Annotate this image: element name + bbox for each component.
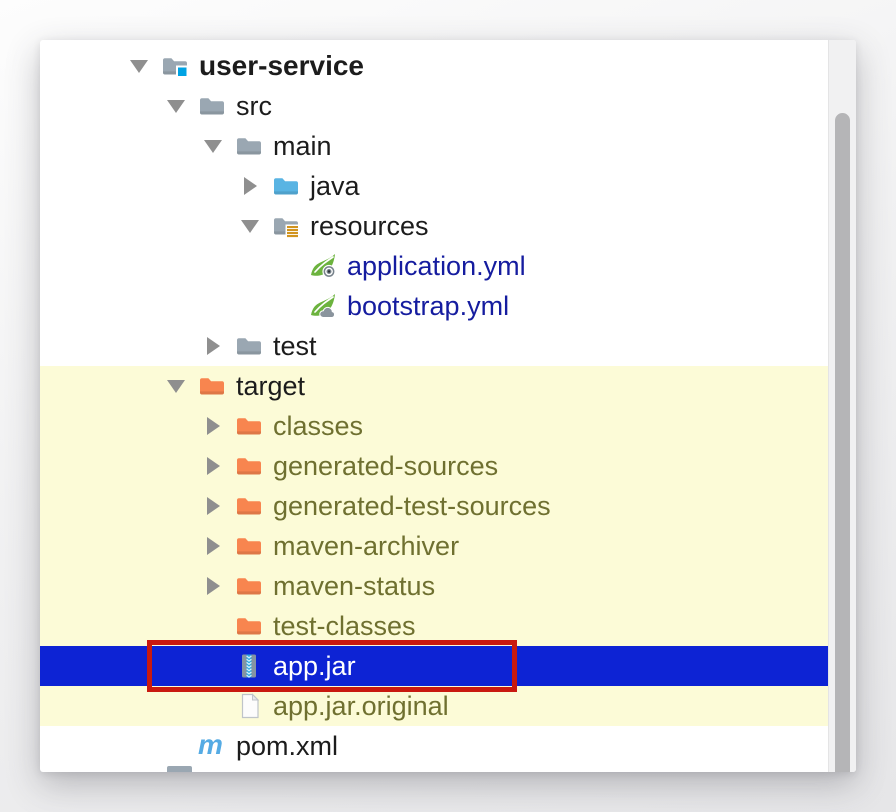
tree-row-resources[interactable]: resources (40, 206, 828, 246)
folder-icon (235, 133, 263, 159)
tree-item-label: bootstrap.yml (347, 290, 510, 321)
tree-row-target[interactable]: target (40, 366, 828, 406)
tree-row-pom-xml[interactable]: m pom.xml (40, 726, 828, 766)
tree-row-generated-test-sources[interactable]: generated-test-sources (40, 486, 828, 526)
project-tree: user-service src main java resources app… (40, 40, 828, 772)
expanded-arrow-icon[interactable] (165, 379, 187, 393)
folder-icon (235, 333, 263, 359)
collapsed-arrow-icon[interactable] (202, 457, 224, 475)
collapsed-arrow-icon[interactable] (239, 177, 261, 195)
tree-item-label: maven-archiver (273, 530, 460, 561)
folder-icon (198, 93, 226, 119)
tree-item-label: classes (273, 410, 364, 441)
collapsed-arrow-icon[interactable] (202, 337, 224, 355)
tree-item-label: generated-sources (273, 450, 499, 481)
collapsed-arrow-icon[interactable] (202, 417, 224, 435)
tree-row-test-classes[interactable]: test-classes (40, 606, 828, 646)
spring-cloud-config-icon (309, 293, 337, 319)
collapsed-arrow-icon[interactable] (202, 577, 224, 595)
scrollbar-thumb[interactable] (835, 113, 850, 772)
collapsed-arrow-icon[interactable] (202, 497, 224, 515)
tree-item-label: generated-test-sources (273, 490, 551, 521)
excluded-folder-icon (235, 493, 263, 519)
tree-row-classes[interactable]: classes (40, 406, 828, 446)
excluded-folder-icon (198, 373, 226, 399)
tree-row-app-jar-original[interactable]: app.jar.original (40, 686, 828, 726)
tree-item-label: maven-status (273, 570, 436, 601)
expanded-arrow-icon[interactable] (202, 139, 224, 153)
excluded-folder-icon (235, 533, 263, 559)
tree-item-label: app.jar.original (273, 690, 449, 721)
tree-item-label: test-classes (273, 610, 416, 641)
tree-item-label: resources (310, 210, 429, 241)
project-folder-icon (161, 53, 189, 79)
tree-row-main[interactable]: main (40, 126, 828, 166)
source-folder-icon (272, 173, 300, 199)
spring-config-icon (309, 253, 337, 279)
excluded-folder-icon (235, 613, 263, 639)
resources-folder-icon (272, 213, 300, 239)
tree-row-maven-archiver[interactable]: maven-archiver (40, 526, 828, 566)
collapsed-arrow-icon[interactable] (202, 537, 224, 555)
tree-item-label: src (236, 90, 272, 121)
tree-row-app-jar[interactable]: app.jar (40, 646, 828, 686)
project-tree-panel: user-service src main java resources app… (40, 40, 856, 772)
partial-row-icon-sliver (167, 766, 192, 772)
archive-icon (235, 653, 263, 679)
tree-item-label: test (273, 330, 317, 361)
expanded-arrow-icon[interactable] (128, 59, 150, 73)
tree-row-java[interactable]: java (40, 166, 828, 206)
expanded-arrow-icon[interactable] (239, 219, 261, 233)
tree-row-src[interactable]: src (40, 86, 828, 126)
excluded-folder-icon (235, 453, 263, 479)
tree-row-bootstrap-yml[interactable]: bootstrap.yml (40, 286, 828, 326)
excluded-folder-icon (235, 573, 263, 599)
tree-item-label: app.jar (273, 650, 356, 681)
tree-row-generated-sources[interactable]: generated-sources (40, 446, 828, 486)
tree-row-test[interactable]: test (40, 326, 828, 366)
tree-item-label: pom.xml (236, 730, 339, 761)
tree-item-label: target (236, 370, 306, 401)
tree-item-label: application.yml (347, 250, 526, 281)
maven-icon: m (198, 733, 226, 759)
tree-row-user-service[interactable]: user-service (40, 46, 828, 86)
vertical-scrollbar[interactable] (828, 40, 856, 772)
tree-item-label: main (273, 130, 332, 161)
tree-item-label: user-service (199, 50, 365, 81)
file-icon (235, 693, 263, 719)
tree-row-application-yml[interactable]: application.yml (40, 246, 828, 286)
tree-row-maven-status[interactable]: maven-status (40, 566, 828, 606)
svg-text:m: m (198, 733, 223, 759)
tree-item-label: java (310, 170, 360, 201)
excluded-folder-icon (235, 413, 263, 439)
expanded-arrow-icon[interactable] (165, 99, 187, 113)
